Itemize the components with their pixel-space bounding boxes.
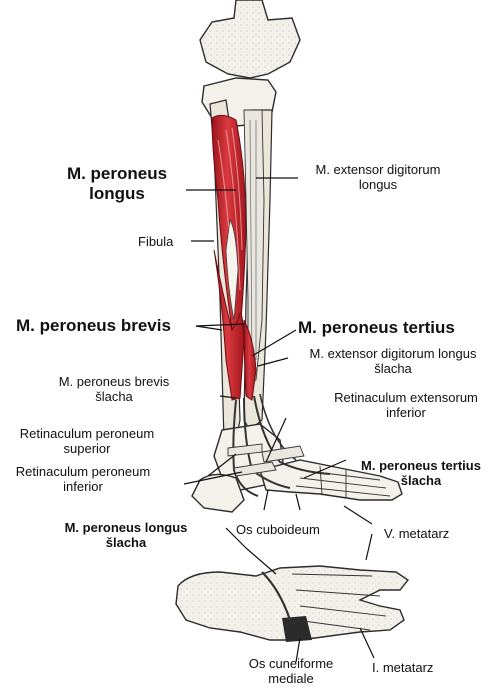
- label-os-cuneiforme-line1: Os cuneiforme: [236, 656, 346, 671]
- label-retinaculum-inferior: Retinaculum peroneum inferior: [8, 464, 158, 494]
- label-peroneus-brevis: M. peroneus brevis: [16, 316, 171, 336]
- label-i-metatarz: I. metatarz: [372, 660, 433, 675]
- label-retinaculum-superior: Retinaculum peroneum superior: [12, 426, 162, 456]
- label-retinaculum-inferior-line2: inferior: [8, 479, 158, 494]
- label-retinaculum-extensorum: Retinaculum extensorum inferior: [316, 390, 496, 420]
- label-peroneus-longus-line2: longus: [62, 184, 172, 204]
- label-peroneus-longus-line1: M. peroneus: [62, 164, 172, 184]
- label-retinaculum-extensorum-line1: Retinaculum extensorum: [316, 390, 496, 405]
- label-os-cuneiforme: Os cuneiforme mediale: [236, 656, 346, 686]
- label-peroneus-tertius-tendon: M. peroneus tertius šlacha: [346, 458, 496, 488]
- label-ext-dig-longus-slacha: M. extensor digitorum longus šlacha: [288, 346, 498, 376]
- label-retinaculum-superior-line1: Retinaculum peroneum: [12, 426, 162, 441]
- label-peroneus-brevis-tendon-line2: šlacha: [44, 389, 184, 404]
- label-peroneus-longus-tendon-line1: M. peroneus longus: [56, 520, 196, 535]
- label-os-cuboideum: Os cuboideum: [236, 522, 320, 537]
- label-peroneus-brevis-tendon-line1: M. peroneus brevis: [44, 374, 184, 389]
- label-extensor-digitorum-longus-line1: M. extensor digitorum: [298, 162, 458, 177]
- label-peroneus-longus-tendon-line2: šlacha: [56, 535, 196, 550]
- label-os-cuneiforme-line2: mediale: [236, 671, 346, 686]
- label-extensor-digitorum-longus: M. extensor digitorum longus: [298, 162, 458, 192]
- label-fibula: Fibula: [138, 234, 173, 249]
- label-peroneus-tertius: M. peroneus tertius: [298, 318, 455, 338]
- label-peroneus-tertius-tendon-line2: šlacha: [346, 473, 496, 488]
- label-retinaculum-inferior-line1: Retinaculum peroneum: [8, 464, 158, 479]
- label-peroneus-tertius-tendon-line1: M. peroneus tertius: [346, 458, 496, 473]
- label-extensor-digitorum-longus-line2: longus: [298, 177, 458, 192]
- label-retinaculum-extensorum-line2: inferior: [316, 405, 496, 420]
- label-v-metatarz: V. metatarz: [384, 526, 449, 541]
- foot-plantar: [176, 566, 408, 642]
- label-ext-dig-longus-slacha-line1: M. extensor digitorum longus: [288, 346, 498, 361]
- label-retinaculum-superior-line2: superior: [12, 441, 162, 456]
- label-peroneus-longus-tendon: M. peroneus longus šlacha: [56, 520, 196, 550]
- label-peroneus-longus: M. peroneus longus: [62, 164, 172, 204]
- label-peroneus-brevis-tendon: M. peroneus brevis šlacha: [44, 374, 184, 404]
- label-ext-dig-longus-slacha-line2: šlacha: [288, 361, 498, 376]
- femur-condyles: [200, 0, 300, 78]
